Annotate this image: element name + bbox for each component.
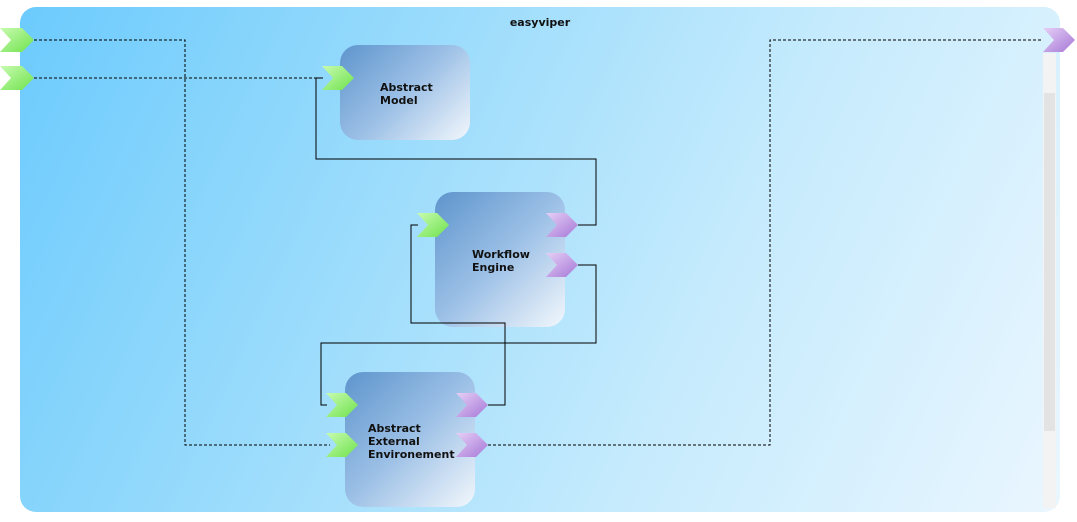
environment-input-port-2[interactable] [326,433,358,457]
wire-external-input-1 [34,39,330,446]
wire-engine-to-model [315,77,597,226]
scrollbar-thumb[interactable] [1044,93,1055,431]
node-abstract-model[interactable] [340,45,470,140]
external-output-port[interactable] [1043,28,1075,52]
environment-output-port-2[interactable] [456,433,488,457]
wire-engine-to-environment [320,264,597,406]
external-input-port-2[interactable] [0,66,34,90]
node-workflow-engine[interactable] [435,192,565,327]
external-input-port-1[interactable] [0,28,34,52]
workflow-engine-output-port-2[interactable] [546,253,578,277]
environment-input-port-1[interactable] [326,393,358,417]
wire-external-output [488,39,1043,446]
environment-output-port-1[interactable] [456,393,488,417]
workflow-engine-input-port[interactable] [417,213,449,237]
diagram-title: easyviper [509,16,571,29]
wire-environment-to-engine [410,224,506,406]
abstract-model-input-port[interactable] [322,66,354,90]
node-abstract-external-environement[interactable] [345,372,475,507]
workflow-engine-output-port-1[interactable] [546,213,578,237]
